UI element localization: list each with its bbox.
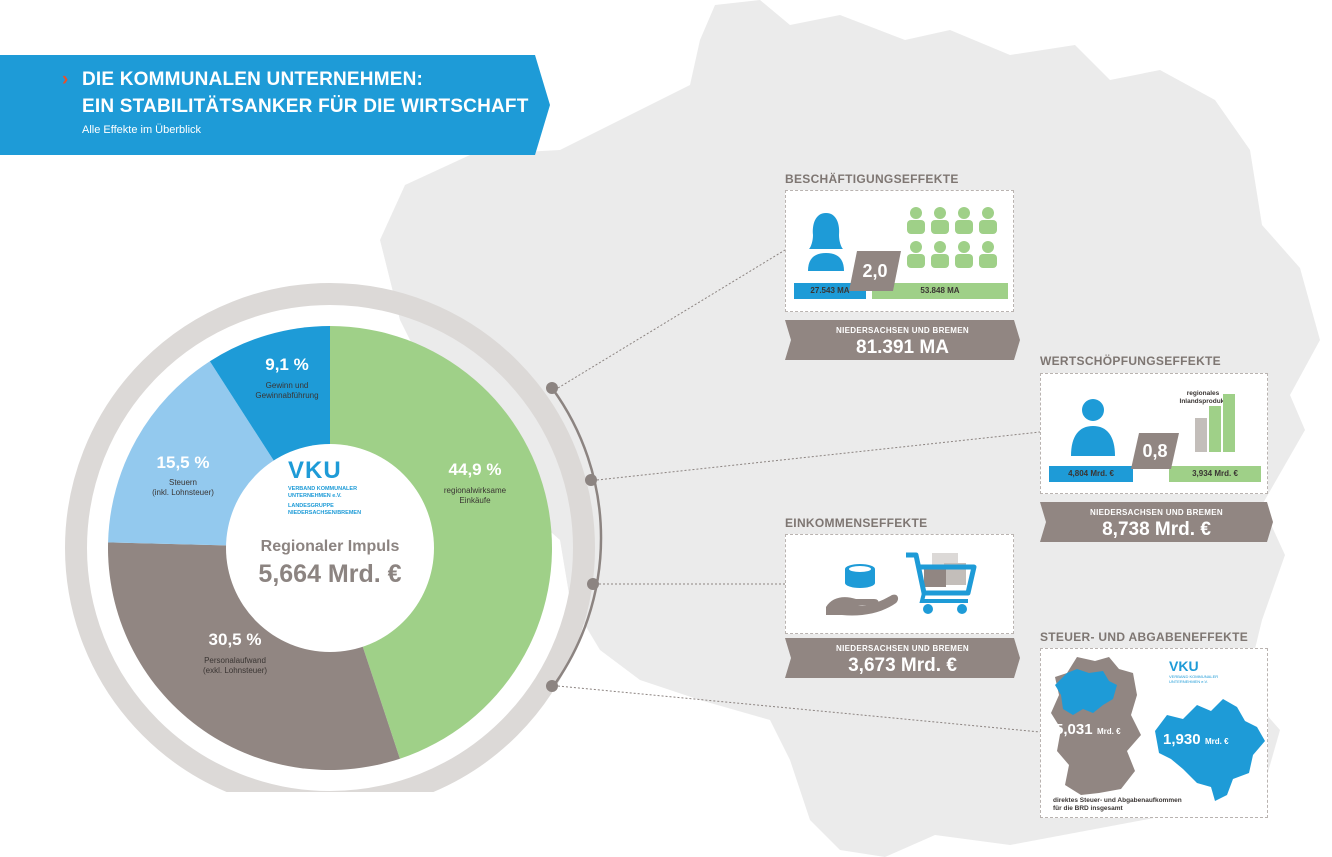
region-value: 1,930 (1163, 731, 1201, 748)
germany-map-icon (1051, 657, 1141, 795)
region-value-wrap: 1,930 Mrd. € (1163, 731, 1229, 749)
employment-total-shape (785, 320, 1020, 360)
employment-total: 81.391 MA (856, 337, 949, 358)
bar-chart-label-line: regionales (1186, 390, 1220, 397)
slice-label-line: Gewinn und (265, 381, 309, 390)
germany-value-wrap: 5,031 Mrd. € (1055, 721, 1121, 739)
value-added-total-box: NIEDERSACHSEN UND BREMEN 8,738 Mrd. € (1040, 502, 1273, 542)
page-title-line2: EIN STABILITÄTSANKER FÜR DIE WIRTSCHAFT (82, 96, 529, 117)
slice-label-pct-einkaeufe: 44,9 % (448, 460, 502, 479)
shopping-cart-icon (906, 552, 977, 614)
lower-saxony-map-icon (1155, 699, 1265, 801)
vku-logo-text: LANDESGRUPPE (288, 503, 334, 509)
employment-region: NIEDERSACHSEN UND BREMEN (836, 326, 969, 335)
slice-label-line: Gewinnabführung (255, 391, 319, 400)
banner-shape (0, 55, 550, 155)
vku-logo-small-text: VERBAND KOMMUNALER (1169, 674, 1219, 679)
value-added-direct-bar (1049, 466, 1133, 482)
center-disc (226, 444, 434, 652)
bar-chart-label: regionales Inlandsprodukt (1177, 390, 1229, 406)
center-value: 5,664 Mrd. € (258, 560, 402, 588)
tax-caption: direktes Steuer- und Abgabenaufkommen fü… (1053, 797, 1182, 813)
employment-direct-bar (794, 283, 866, 299)
vku-logo-text: NIEDERSACHSEN/BREMEN (288, 510, 362, 516)
employment-direct-label: 27.543 MA (810, 286, 850, 295)
outer-ring (65, 283, 595, 792)
value-added-multiplier: 0,8 (1142, 441, 1168, 461)
region-unit: Mrd. € (1205, 737, 1229, 746)
value-added-region: NIEDERSACHSEN UND BREMEN (1090, 508, 1223, 517)
connector-arc (550, 387, 603, 689)
bar-chart-label-line: Inlandsprodukt (1179, 398, 1227, 405)
income-total-box: NIEDERSACHSEN UND BREMEN 3,673 Mrd. € (785, 638, 1020, 678)
income-total: 3,673 Mrd. € (848, 655, 957, 676)
man-icon (1071, 399, 1115, 456)
vku-logo-small-text: UNTERNEHMEN e.V. (1169, 679, 1208, 684)
slice-label-text-personal: Personalaufwand (exkl. Lohnsteuer) (175, 656, 295, 676)
slice-label-pct-steuern: 15,5 % (156, 453, 210, 472)
income-total-shape (785, 638, 1020, 678)
employees-group-icon (907, 207, 997, 268)
employment-total-box: NIEDERSACHSEN UND BREMEN 81.391 MA (785, 320, 1020, 360)
slice-label-line: Einkäufe (459, 496, 491, 505)
connector-dot-2 (585, 474, 597, 486)
vku-logo-small: VKU VERBAND KOMMUNALER UNTERNEHMEN e.V. (1169, 658, 1219, 685)
center-title: Regionaler Impuls (260, 538, 400, 555)
vku-logo-mark: VKU (288, 457, 342, 484)
slice-label-line: (inkl. Lohnsteuer) (152, 488, 214, 497)
income-region: NIEDERSACHSEN UND BREMEN (836, 644, 969, 653)
value-added-title: WERTSCHÖPFUNGSEFFEKTE (1040, 354, 1221, 368)
employment-indirect-bar (872, 283, 1008, 299)
tax-card: 5,031 Mrd. € direktes Steuer- und Abgabe… (1040, 648, 1268, 818)
income-card (785, 534, 1014, 634)
value-added-indirect-label: 3,934 Mrd. € (1192, 469, 1238, 478)
employment-multiplier-shape (849, 251, 901, 291)
slice-label-text-einkaeufe: regionalwirksame Einkäufe (420, 486, 530, 506)
title-banner: › DIE KOMMUNALEN UNTERNEHMEN: EIN STABIL… (0, 55, 550, 155)
tax-caption-line: für die BRD insgesamt (1053, 805, 1123, 812)
chevron-right-icon: › (62, 69, 69, 90)
slice-label-text-gewinn: Gewinn und Gewinnabführung (232, 381, 342, 401)
donut-chart (65, 283, 603, 792)
slice-label-text-steuern: Steuern (inkl. Lohnsteuer) (128, 478, 238, 498)
vku-logo-text: VERBAND KOMMUNALER (288, 486, 358, 492)
tax-caption-line: direktes Steuer- und Abgabenaufkommen (1053, 797, 1182, 804)
vku-logo-text: UNTERNEHMEN e.V. (288, 493, 342, 499)
tax-title: STEUER- UND ABGABENEFFEKTE (1040, 630, 1249, 644)
slice-label-line: regionalwirksame (443, 486, 507, 495)
employment-card: 27.543 MA 53.848 MA (785, 190, 1014, 312)
slice-label-pct-gewinn: 9,1 % (265, 355, 309, 374)
value-added-direct-label: 4,804 Mrd. € (1068, 469, 1114, 478)
slice-label-line: (exkl. Lohnsteuer) (202, 666, 268, 675)
connector-dot-4 (546, 680, 558, 692)
connector-dot-1 (546, 382, 558, 394)
connector-dot-3 (587, 578, 599, 590)
growth-bars-icon (1195, 394, 1235, 452)
slice-label-line: Personalaufwand (204, 656, 266, 665)
employment-multiplier: 2,0 (862, 261, 888, 281)
hand-coins-icon (826, 564, 899, 616)
value-added-total: 8,738 Mrd. € (1102, 519, 1211, 540)
value-added-multiplier-shape (1131, 433, 1179, 469)
slice-einkaeufe (330, 326, 552, 759)
page-subtitle: Alle Effekte im Überblick (82, 124, 202, 136)
vku-logo-mark-small: VKU (1169, 658, 1199, 674)
value-added-indirect-bar (1169, 466, 1261, 482)
value-added-total-shape (1040, 502, 1273, 542)
germany-unit: Mrd. € (1097, 727, 1121, 736)
slice-label-line: Steuern (168, 478, 198, 487)
employment-title: BESCHÄFTIGUNGSEFFEKTE (785, 172, 959, 186)
slice-label-pct-personal: 30,5 % (208, 630, 262, 649)
income-title: EINKOMMENSEFFEKTE (785, 516, 928, 530)
germany-value: 5,031 (1055, 721, 1093, 738)
woman-icon (808, 213, 844, 271)
page-title-line1: DIE KOMMUNALEN UNTERNEHMEN: (82, 69, 424, 90)
vku-logo: VKU VERBAND KOMMUNALER UNTERNEHMEN e.V. … (288, 458, 388, 517)
employment-indirect-label: 53.848 MA (920, 286, 960, 295)
